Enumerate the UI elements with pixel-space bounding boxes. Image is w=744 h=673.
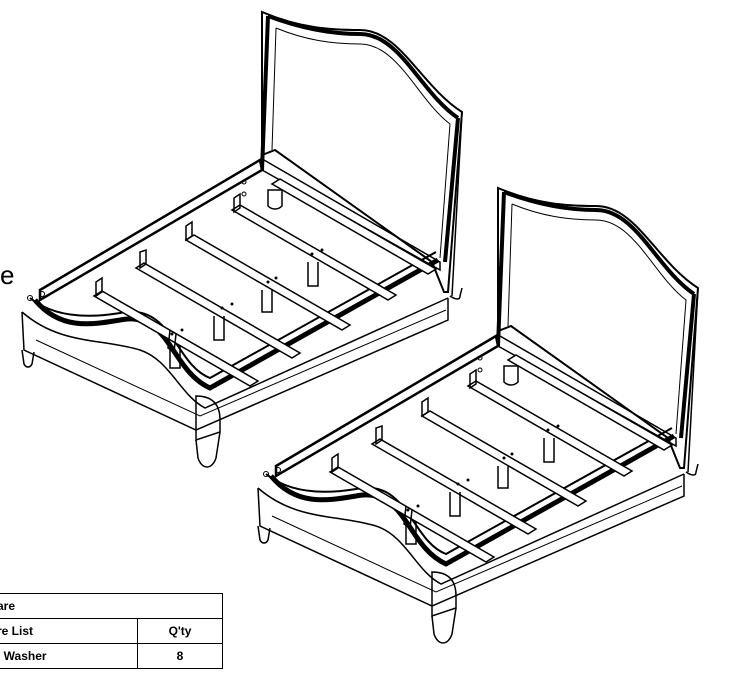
hardware-table-title-row: are [0,593,223,619]
hardware-table: are re List Q'ty l Washer 8 [0,593,223,669]
header-qty: Q'ty [137,618,223,644]
hardware-table-title: are [0,593,223,619]
row-qty: 8 [137,643,223,669]
hardware-table-header: re List Q'ty [0,618,223,644]
row-name: l Washer [0,643,138,669]
header-name: re List [0,618,138,644]
table-row: l Washer 8 [0,643,223,669]
page-label-fragment: e [0,260,15,290]
